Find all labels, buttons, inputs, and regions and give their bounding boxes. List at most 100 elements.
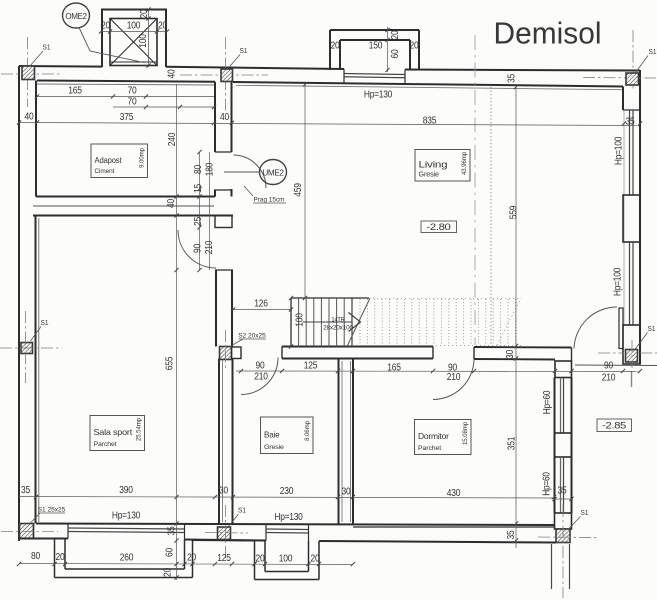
- svg-text:UME2: UME2: [262, 167, 284, 177]
- svg-text:80: 80: [31, 551, 41, 562]
- svg-text:S1 25x25: S1 25x25: [38, 507, 66, 514]
- svg-text:40: 40: [167, 69, 178, 79]
- svg-text:90: 90: [448, 362, 458, 373]
- svg-text:30: 30: [342, 486, 352, 497]
- svg-text:125: 125: [304, 360, 318, 371]
- svg-text:40: 40: [166, 198, 177, 208]
- svg-text:25: 25: [193, 216, 204, 226]
- svg-text:20: 20: [139, 9, 150, 19]
- svg-text:70: 70: [128, 86, 138, 97]
- svg-text:210: 210: [602, 373, 616, 384]
- svg-text:14TR: 14TR: [331, 317, 345, 324]
- svg-text:43.96mp: 43.96mp: [461, 151, 468, 175]
- svg-text:Prag 15cm: Prag 15cm: [253, 197, 284, 204]
- svg-text:90: 90: [256, 360, 266, 371]
- svg-text:8.06mp: 8.06mp: [304, 420, 311, 440]
- svg-text:260: 260: [120, 553, 134, 564]
- svg-text:15.08mp: 15.08mp: [462, 421, 469, 445]
- svg-text:60: 60: [164, 547, 175, 557]
- svg-text:20: 20: [331, 41, 341, 52]
- svg-text:20: 20: [390, 30, 401, 40]
- svg-text:20: 20: [187, 553, 197, 564]
- svg-text:351: 351: [506, 436, 517, 450]
- svg-text:S1: S1: [649, 47, 657, 56]
- svg-text:S1: S1: [240, 46, 248, 55]
- svg-text:35: 35: [626, 117, 636, 128]
- svg-text:20: 20: [256, 553, 266, 564]
- svg-text:20: 20: [311, 554, 321, 565]
- svg-text:70: 70: [128, 96, 138, 107]
- svg-text:210: 210: [447, 372, 461, 383]
- svg-text:20: 20: [101, 21, 111, 32]
- svg-text:559: 559: [508, 205, 519, 219]
- svg-text:90: 90: [192, 243, 203, 253]
- svg-text:20: 20: [410, 41, 420, 52]
- svg-text:-2.85: -2.85: [602, 421, 626, 431]
- svg-text:100: 100: [279, 554, 293, 565]
- svg-text:835: 835: [423, 115, 437, 126]
- svg-text:230: 230: [280, 486, 294, 497]
- svg-text:Parchet: Parchet: [94, 441, 117, 448]
- svg-text:125: 125: [217, 553, 231, 564]
- svg-text:S1: S1: [648, 324, 656, 333]
- svg-text:459: 459: [293, 183, 304, 197]
- svg-text:S1: S1: [238, 506, 246, 515]
- svg-text:Hp=130: Hp=130: [274, 512, 303, 523]
- svg-text:S2 20x25: S2 20x25: [238, 333, 266, 340]
- svg-text:30: 30: [219, 485, 229, 496]
- svg-text:Living: Living: [419, 159, 448, 169]
- svg-text:35: 35: [558, 485, 568, 496]
- svg-text:28x20x100: 28x20x100: [323, 325, 353, 332]
- svg-text:165: 165: [387, 362, 401, 373]
- svg-text:35: 35: [506, 73, 517, 83]
- svg-text:126: 126: [254, 298, 268, 309]
- svg-text:390: 390: [119, 485, 133, 496]
- svg-text:Gresie: Gresie: [264, 444, 284, 451]
- svg-text:100: 100: [127, 21, 141, 32]
- svg-text:655: 655: [165, 356, 176, 370]
- svg-text:Hp=130: Hp=130: [364, 90, 393, 101]
- svg-text:100: 100: [294, 313, 305, 327]
- svg-text:S1: S1: [43, 43, 51, 52]
- svg-text:Hp=60: Hp=60: [542, 390, 553, 414]
- svg-text:Sala sport: Sala sport: [94, 427, 133, 437]
- svg-text:35: 35: [21, 485, 31, 496]
- svg-text:Hp=100: Hp=100: [612, 267, 623, 296]
- svg-text:430: 430: [447, 488, 461, 499]
- svg-text:S1: S1: [41, 318, 49, 327]
- svg-text:60: 60: [390, 49, 401, 59]
- svg-text:Demisol: Demisol: [494, 16, 602, 51]
- svg-text:100: 100: [138, 34, 149, 48]
- svg-text:OME2: OME2: [65, 11, 87, 21]
- svg-text:35: 35: [166, 526, 177, 536]
- svg-text:240: 240: [167, 132, 178, 146]
- svg-text:165: 165: [68, 85, 82, 96]
- svg-text:30: 30: [505, 349, 516, 359]
- svg-text:Dormitor: Dormitor: [418, 431, 449, 441]
- svg-text:Ciment: Ciment: [95, 168, 115, 175]
- svg-text:20: 20: [158, 21, 168, 32]
- svg-text:Hp=100: Hp=100: [613, 136, 624, 165]
- svg-text:180: 180: [204, 162, 215, 176]
- svg-text:375: 375: [120, 112, 134, 123]
- svg-text:150: 150: [369, 41, 383, 52]
- svg-text:Gresie: Gresie: [419, 172, 440, 179]
- svg-text:Parchet: Parchet: [418, 445, 441, 452]
- svg-text:210: 210: [254, 372, 268, 383]
- svg-text:80: 80: [193, 164, 204, 174]
- svg-text:Baie: Baie: [264, 429, 280, 439]
- svg-text:40: 40: [220, 112, 230, 123]
- svg-text:9.00mp: 9.00mp: [138, 147, 145, 167]
- svg-text:35: 35: [506, 530, 517, 540]
- svg-text:90: 90: [604, 360, 614, 371]
- svg-text:S1: S1: [581, 508, 589, 517]
- svg-text:15: 15: [193, 183, 204, 193]
- svg-text:210: 210: [204, 240, 215, 254]
- svg-text:20: 20: [162, 567, 173, 577]
- svg-text:Adapost: Adapost: [95, 155, 123, 165]
- svg-text:Hp=130: Hp=130: [112, 511, 141, 522]
- svg-text:-2.80: -2.80: [427, 222, 451, 232]
- svg-text:40: 40: [25, 112, 35, 123]
- svg-text:25.54mp: 25.54mp: [135, 417, 142, 441]
- svg-text:Hp=60: Hp=60: [541, 472, 552, 496]
